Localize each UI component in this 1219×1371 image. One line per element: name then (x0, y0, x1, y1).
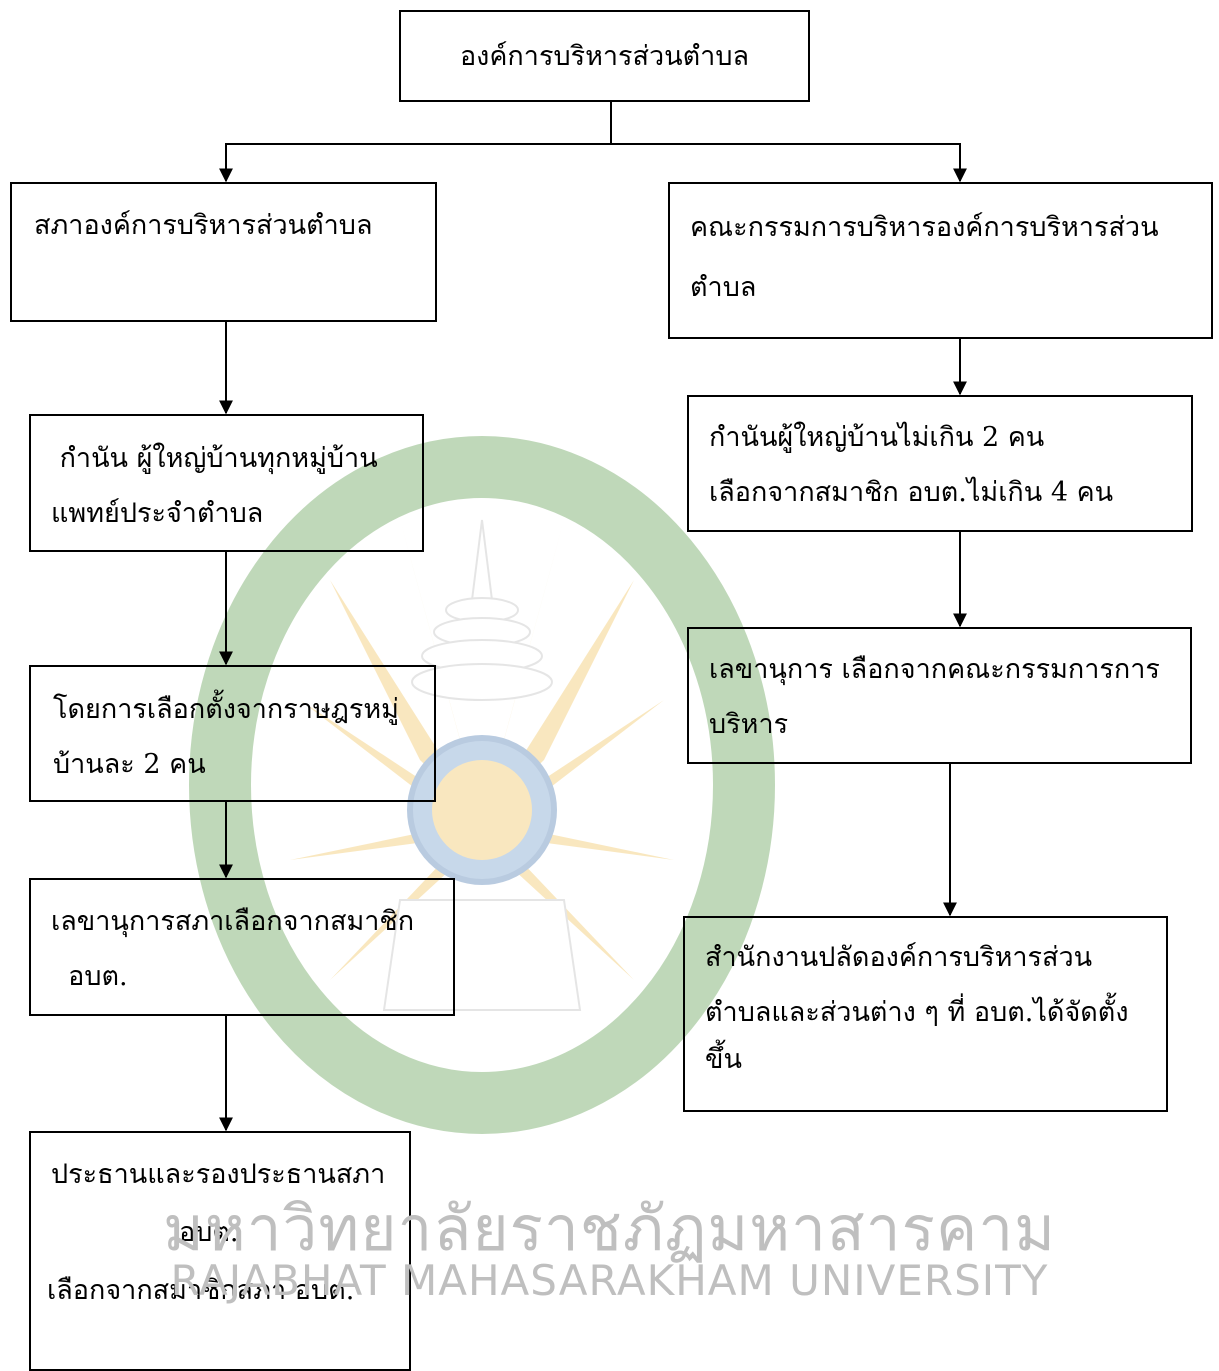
connector-root-split-right (611, 143, 967, 183)
node-right-secretary: เลขานุการ เลือกจากคณะกรรมการการ บริหาร (687, 627, 1192, 764)
node-left-members-line: กำนัน ผู้ใหญ่บ้านทุกหมู่บ้าน (51, 443, 378, 474)
node-left-head-line: สภาองค์การบริหารส่วนตำบล (34, 210, 373, 241)
connector-root-split (219, 101, 612, 183)
node-left-election: โดยการเลือกตั้งจากราษฎรหมู่ บ้านละ 2 คน (29, 665, 436, 802)
node-left-election-line: โดยการเลือกตั้งจากราษฎรหมู่ (53, 694, 399, 725)
node-right-members-line: เลือกจากสมาชิก อบต.ไม่เกิน 4 คน (709, 477, 1114, 508)
node-right-head-line: คณะกรรมการบริหารองค์การบริหารส่วน (690, 212, 1159, 243)
node-left-chair-line: ประธานและรองประธานสภา (51, 1159, 386, 1190)
node-right-office-line: ตำบลและส่วนต่าง ๆ ที่ อบต.ได้จัดตั้ง (705, 997, 1129, 1028)
node-right-members: กำนันผู้ใหญ่บ้านไม่เกิน 2 คน เลือกจากสมา… (687, 395, 1193, 532)
node-root: องค์การบริหารส่วนตำบล (399, 10, 810, 102)
node-right-members-line: กำนันผู้ใหญ่บ้านไม่เกิน 2 คน (709, 422, 1045, 453)
node-left-head: สภาองค์การบริหารส่วนตำบล (10, 182, 437, 322)
node-left-chair-line: อบต. (179, 1217, 239, 1248)
node-left-chair-line: เลือกจากสมาชิกสภา อบต. (47, 1275, 355, 1306)
node-right-head-line: ตำบล (690, 272, 757, 303)
node-left-election-line: บ้านละ 2 คน (53, 749, 206, 780)
node-right-secretary-line: เลขานุการ เลือกจากคณะกรรมการการ (709, 654, 1160, 685)
node-right-office-line: ขึ้น (705, 1044, 742, 1075)
node-root-label: องค์การบริหารส่วนตำบล (459, 41, 750, 72)
node-left-members-line: แพทย์ประจำตำบล (51, 498, 264, 529)
node-left-secretary: เลขานุการสภาเลือกจากสมาชิก อบต. (29, 878, 455, 1016)
node-right-secretary-line: บริหาร (709, 709, 789, 740)
node-right-office-line: สำนักงานปลัดองค์การบริหารส่วน (705, 942, 1093, 973)
node-left-secretary-line: อบต. (51, 961, 128, 992)
node-right-head: คณะกรรมการบริหารองค์การบริหารส่วน ตำบล (668, 182, 1213, 339)
node-right-office: สำนักงานปลัดองค์การบริหารส่วน ตำบลและส่ว… (683, 916, 1168, 1112)
node-left-members: กำนัน ผู้ใหญ่บ้านทุกหมู่บ้าน แพทย์ประจำต… (29, 414, 424, 552)
node-left-secretary-line: เลขานุการสภาเลือกจากสมาชิก (51, 906, 415, 937)
node-left-chair: ประธานและรองประธานสภา อบต. เลือกจากสมาชิ… (29, 1131, 411, 1371)
